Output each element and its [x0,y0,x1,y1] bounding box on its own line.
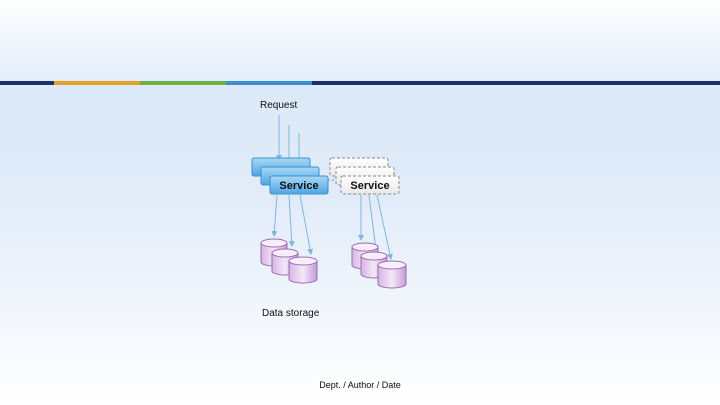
stripe-segment [312,81,720,85]
database-icon [288,256,318,284]
stripe-segment [140,81,226,85]
request-label: Request [260,100,298,111]
service-label-active: Service [279,180,318,192]
data-storage-label: Data storage [262,308,320,319]
database-group-primary [260,238,318,284]
stripe-segment [0,81,54,85]
service-stack-active [251,157,329,195]
storage-arrows [271,194,393,260]
footer-text: Dept. / Author / Date [319,380,401,390]
stripe-segment [226,81,312,85]
stripe-segment [54,81,140,85]
database-icon [377,260,407,289]
service-stack-ghost [329,157,400,195]
service-label-ghost: Service [350,180,389,192]
database-group-scaled [351,242,407,289]
